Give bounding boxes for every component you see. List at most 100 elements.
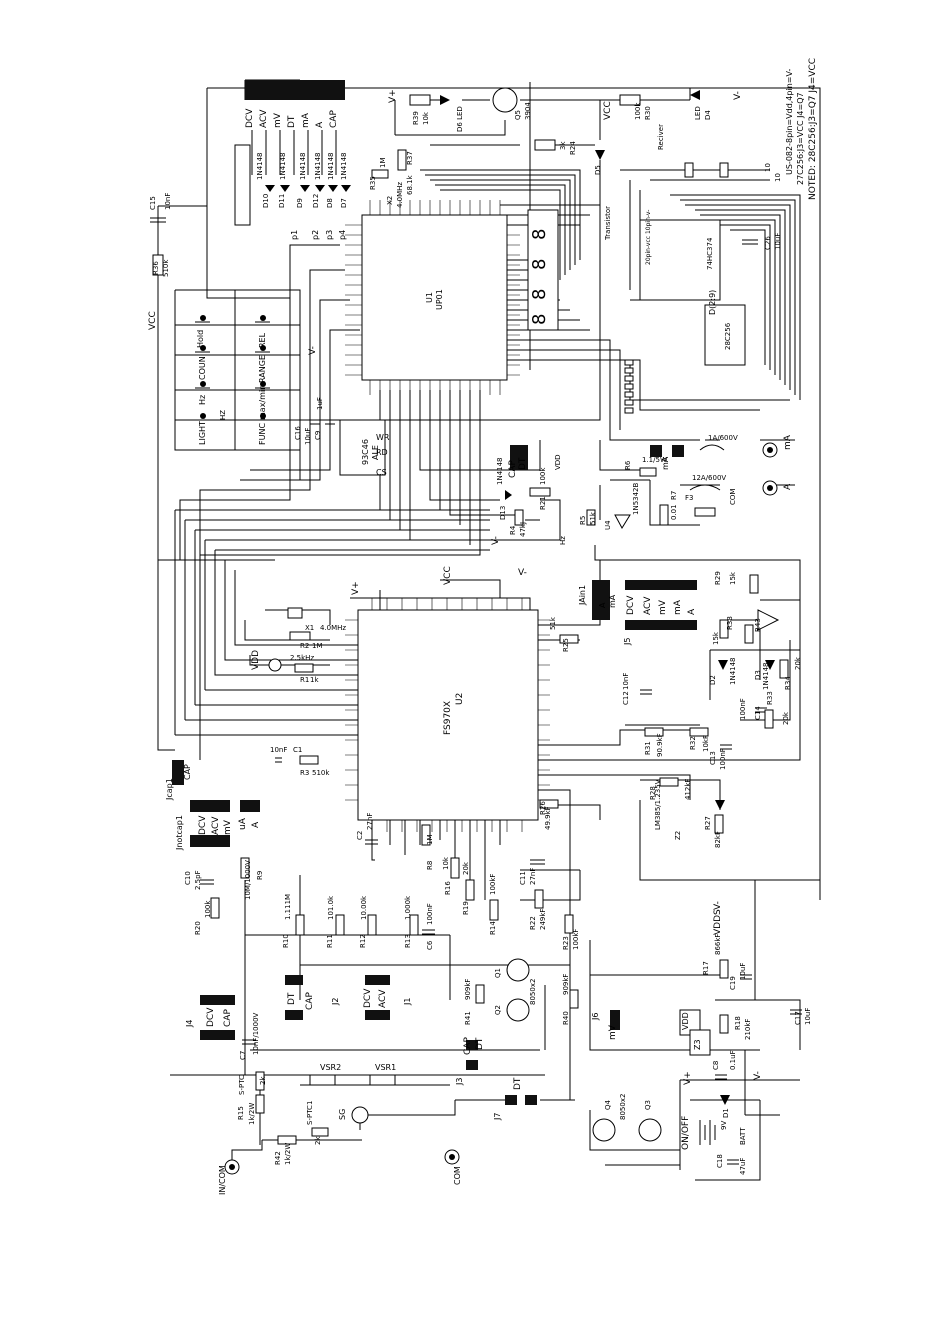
svg-text:C8: C8 <box>712 1061 720 1070</box>
svg-text:909kF: 909kF <box>464 979 472 1000</box>
svg-text:R23: R23 <box>562 936 570 950</box>
svg-text:100k: 100k <box>539 467 547 485</box>
switch-rel: REL <box>255 315 270 348</box>
resistor-r20 <box>210 897 220 919</box>
svg-text:DT: DT <box>287 992 297 1005</box>
svg-text:4.0MHz: 4.0MHz <box>396 182 404 208</box>
svg-text:R36: R36 <box>152 261 160 275</box>
svg-text:Z3: Z3 <box>693 1039 702 1050</box>
mode-selector-header: DCV ACV mV DT mA A CAP 1N4148 1N4148 1N4… <box>234 80 351 240</box>
noted-line: NOTED: 28C256:J3=Q7 J4=VCC <box>808 58 818 200</box>
resistor-r5 <box>586 509 596 526</box>
svg-text:1.111M: 1.111M <box>284 894 292 920</box>
svg-text:A: A <box>783 483 793 490</box>
resistor-r12 <box>367 914 377 936</box>
svg-text:C15: C15 <box>149 196 157 210</box>
range-divider: C10 2.5pF R9 10M/1000V R20 100k R10 1.11… <box>184 856 580 950</box>
svg-text:R31: R31 <box>644 741 652 755</box>
svg-text:R42: R42 <box>274 1151 282 1165</box>
transistor-q2 <box>506 998 530 1022</box>
svg-text:100kF: 100kF <box>489 874 497 895</box>
svg-text:R29: R29 <box>714 571 722 585</box>
io-label-2: 10 <box>774 173 782 182</box>
svg-text:R19: R19 <box>462 901 470 915</box>
svg-text:4.0MHz: 4.0MHz <box>320 624 346 632</box>
svg-text:Hz: Hz <box>559 536 567 545</box>
svg-text:C17: C17 <box>794 1011 802 1025</box>
jumper-j5-top <box>625 580 697 590</box>
memory-28c256 <box>704 304 746 366</box>
jumper-ma-2 <box>672 445 684 457</box>
svg-text:R33: R33 <box>766 691 774 705</box>
resistor-r27 <box>714 814 724 834</box>
svg-text:U4: U4 <box>604 520 612 530</box>
jumper-ma-1 <box>650 445 662 457</box>
vminus-label-switch: V- <box>308 346 318 355</box>
svg-text:C2: C2 <box>356 831 364 840</box>
svg-text:uA: uA <box>238 817 248 830</box>
svg-text:C14: C14 <box>754 706 762 720</box>
led-d6-symbol <box>440 95 450 105</box>
svg-text:D13: D13 <box>499 506 507 520</box>
vcc-label-left: VCC <box>148 311 158 330</box>
vplus-label: V+ <box>388 89 398 103</box>
svg-text:Z2: Z2 <box>674 831 682 840</box>
switch-coun: COUN <box>195 345 210 380</box>
vcc-label-top: VCC <box>603 101 613 120</box>
svg-text:A: A <box>687 608 697 615</box>
diode-array <box>234 144 251 226</box>
svg-text:15k: 15k <box>729 571 737 585</box>
svg-text:10nF: 10nF <box>270 746 287 754</box>
svg-text:510k: 510k <box>312 769 330 777</box>
resistor-r14 <box>489 899 499 921</box>
svg-text:R7: R7 <box>670 491 678 500</box>
address-connectors <box>624 359 634 414</box>
svg-text:10uF: 10uF <box>304 428 312 445</box>
svg-text:R15: R15 <box>237 1106 245 1120</box>
svg-text:R26: R26 <box>539 801 547 815</box>
svg-text:1N5342B: 1N5342B <box>632 482 640 515</box>
svg-text:R3: R3 <box>300 769 309 777</box>
svg-text:DT: DT <box>475 1037 485 1050</box>
diode-d10: D10 <box>262 194 270 208</box>
resistor-r39 <box>409 94 431 106</box>
svg-text:2k: 2k <box>314 1136 322 1145</box>
transistor-q3 <box>638 1118 662 1142</box>
diode-d2 <box>718 660 728 670</box>
svg-text:100nF: 100nF <box>739 698 747 720</box>
svg-text:249kF: 249kF <box>539 909 547 930</box>
resistor-r11 <box>335 914 345 936</box>
svg-text:10nF: 10nF <box>622 673 630 690</box>
svg-text:IN/COM: IN/COM <box>218 1165 227 1195</box>
d6-label: D6 LED <box>456 106 464 132</box>
resistor-r42 <box>277 1135 297 1145</box>
svg-text:1N4148: 1N4148 <box>496 457 504 485</box>
crystal-x2-group: R35 1M X2 4.0MHz 68.1k R37 <box>369 149 414 208</box>
u1-part: UP01 <box>435 289 444 310</box>
jumper-jain1 <box>592 580 610 620</box>
svg-text:R22: R22 <box>529 916 537 930</box>
diode-d9: D9 <box>296 198 304 208</box>
svg-text:R18: R18 <box>734 1016 742 1030</box>
svg-text:COM: COM <box>453 1166 462 1185</box>
io-label-1: 10 <box>764 163 772 172</box>
switch-light: LIGHT <box>195 413 210 445</box>
eeprom-body <box>339 419 386 476</box>
resistor-r7 <box>659 504 669 526</box>
jumper-jcap1 <box>172 760 184 785</box>
eeprom-pin-wr: WR <box>376 433 390 442</box>
c15-r36-group: C15 10nF R36 510k VCC <box>148 193 172 330</box>
svg-text:Jcap1: Jcap1 <box>165 778 174 801</box>
svg-text:R32: R32 <box>689 736 697 750</box>
resistor-r19 <box>465 879 475 901</box>
svg-text:210kF: 210kF <box>744 1019 752 1040</box>
switch-hold: Hold <box>195 315 210 348</box>
top-indicator-section: V+ R39 10k D6 LED Q5 3904 VCC 100k R30 R… <box>388 58 818 241</box>
svg-text:47uF: 47uF <box>739 1158 747 1175</box>
jumper-j1-top <box>365 975 390 985</box>
svg-text:R34: R34 <box>784 676 792 690</box>
mode-dcv: DCV <box>245 108 255 128</box>
eeprom-part: 93C46 <box>361 439 370 465</box>
lcd-digit-4: 8 <box>529 314 550 325</box>
latch-74hc374 <box>639 219 721 301</box>
